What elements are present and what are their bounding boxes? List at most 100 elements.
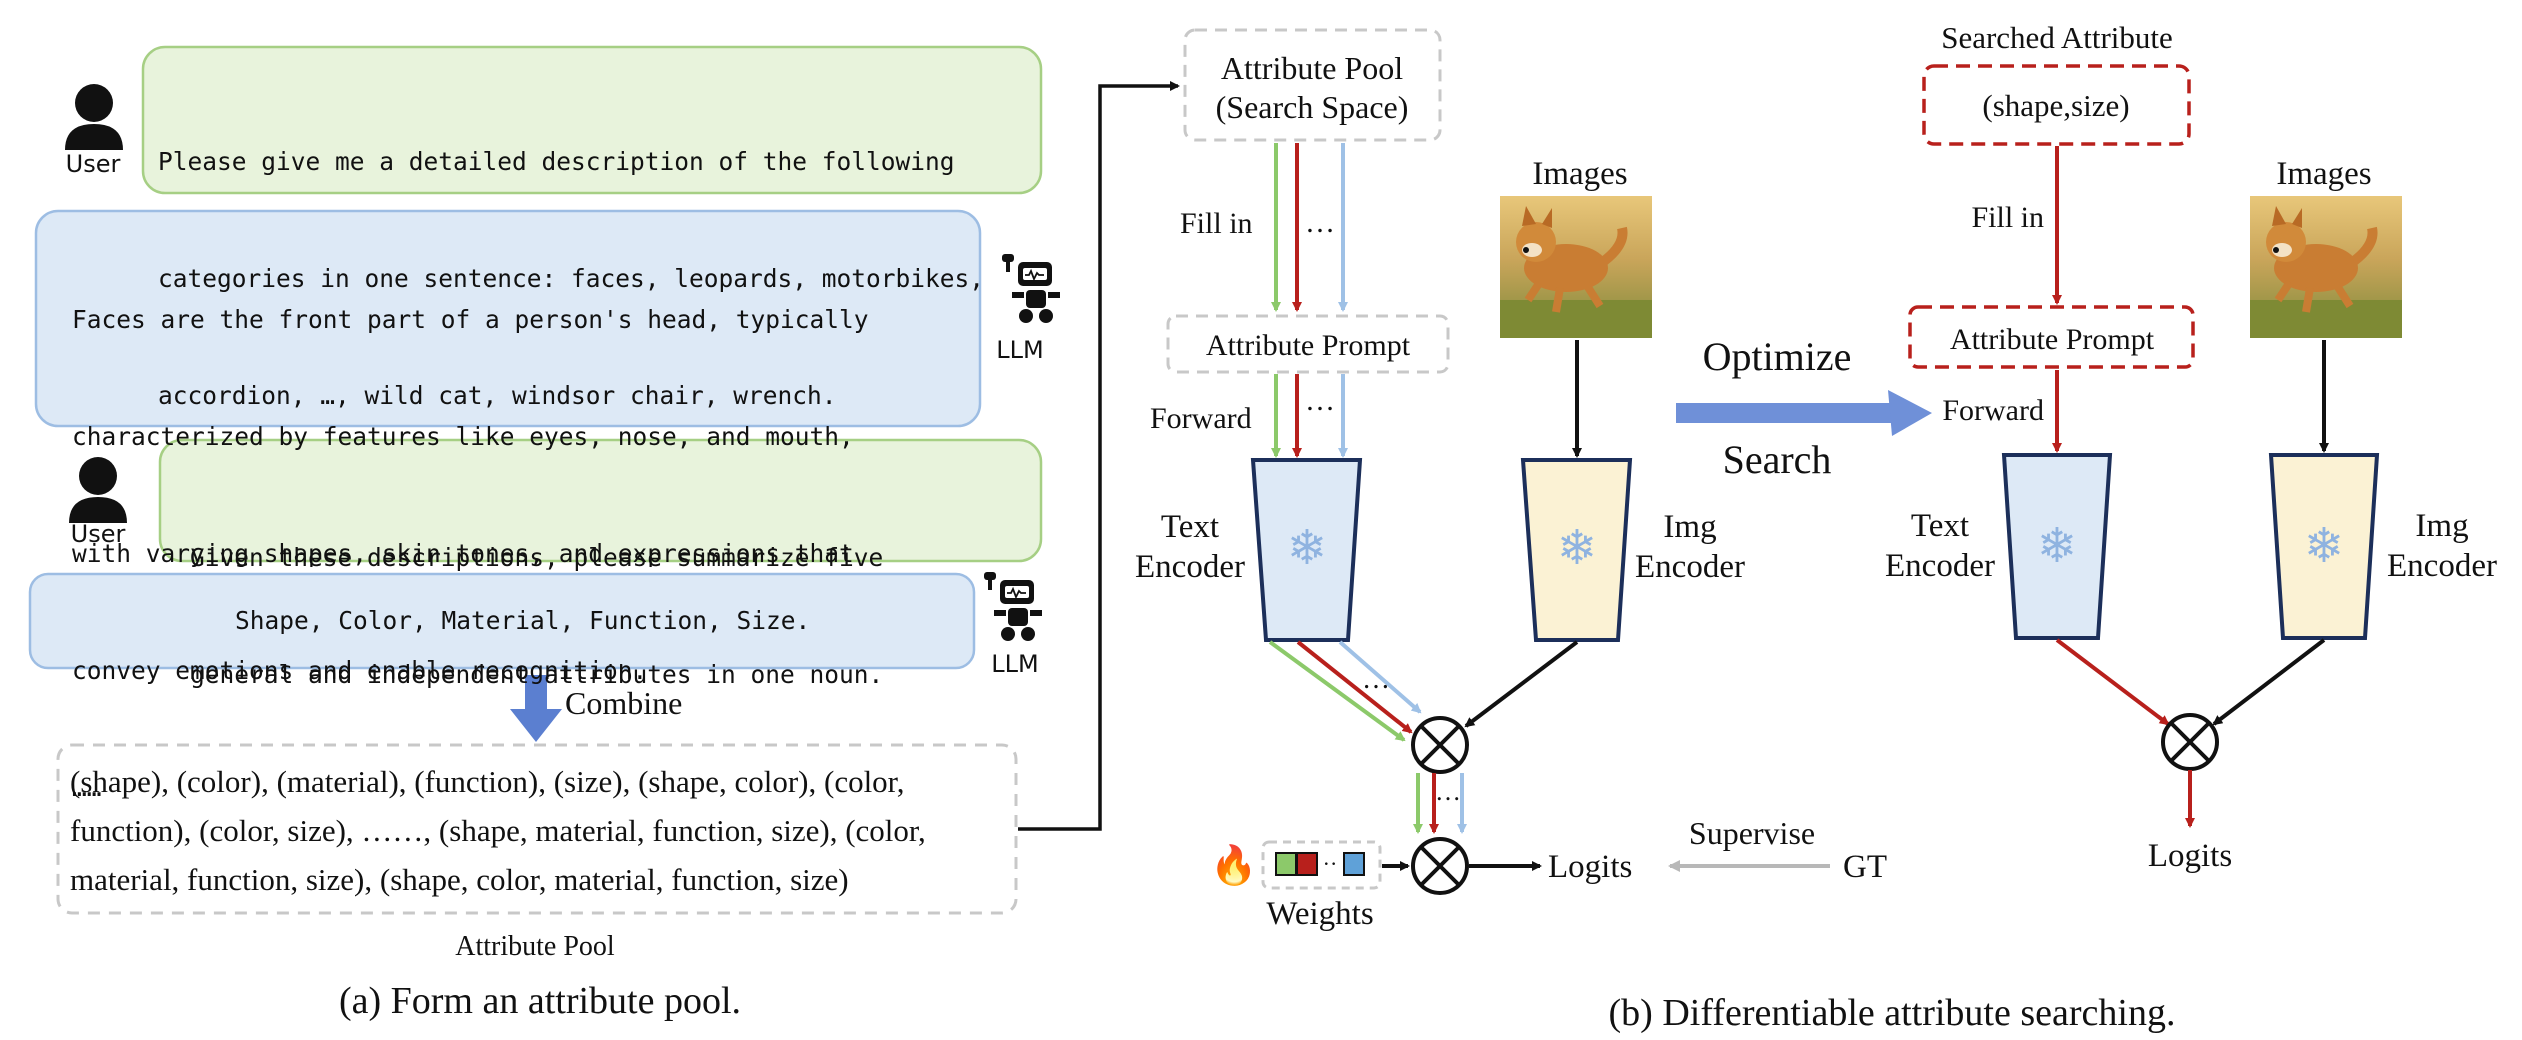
panel-a-caption: (a) Form an attribute pool. (339, 980, 741, 1022)
img-encoder-label-1: Img (1663, 509, 1716, 545)
llm-message-1-text: Faces are the front part of a person's h… (72, 222, 869, 846)
llm-message-bubble (28, 572, 976, 670)
optimize-arrow-body (1676, 403, 1894, 423)
multiply-operator (2161, 713, 2219, 771)
fill-in-label: Fill in (1180, 207, 1253, 240)
llm-message-2-text: Shape, Color, Material, Function, Size. (235, 606, 811, 635)
message-line: categories in one sentence: faces, leopa… (158, 264, 985, 293)
snowflake-icon: ❄ (1557, 522, 1597, 575)
green-encoder-arrow (1268, 640, 1406, 742)
logits-label: Logits (2148, 838, 2232, 874)
blue-encoder-arrow (1338, 640, 1422, 714)
fill-in-label: Fill in (1971, 201, 2044, 234)
img-encoder-label-2: Encoder (2387, 548, 2497, 584)
img-encoder-label-1: Img (2415, 508, 2468, 544)
robot-icon (984, 572, 1042, 641)
llm-label: LLM (991, 650, 1038, 678)
pool-line: (shape), (color), (material), (function)… (70, 764, 905, 799)
search-space-line2: (Search Space) (1216, 89, 1409, 125)
user-message-2-text: Given these descriptions, please summari… (190, 460, 883, 733)
img-feature-arrow (2212, 638, 2326, 726)
attribute-pool-caption: Attribute Pool (455, 931, 615, 962)
img-encoder-label-2: Encoder (1635, 549, 1745, 585)
optimize-label: Optimize (1703, 334, 1852, 379)
forward-label: Forward (1942, 394, 2044, 427)
user-message-1-text: Please give me a detailed description of… (158, 64, 984, 454)
text-encoder (2001, 453, 2113, 640)
message-line: Faces are the front part of a person's h… (72, 305, 869, 334)
img-feature-arrow (1464, 640, 1579, 728)
multiply-operator (1411, 716, 1469, 774)
weights-label: Weights (1266, 896, 1373, 932)
user-icon (69, 457, 127, 523)
img-encoder (2268, 453, 2380, 640)
user-label: User (66, 150, 121, 178)
searched-attribute-box (1922, 64, 2191, 146)
weight-red (1296, 852, 1318, 876)
optimize-arrow-head (1888, 390, 1932, 436)
text-encoder-label-1: Text (1161, 509, 1219, 545)
forward-label: Forward (1150, 402, 1252, 435)
supervise-label: Supervise (1689, 815, 1815, 851)
red-encoder-arrow (2055, 638, 2170, 726)
snowflake-icon: ❄ (2037, 520, 2077, 573)
weight-blue (1343, 852, 1365, 876)
text-encoder-label-2: Encoder (1885, 548, 1995, 584)
snowflake-icon: ❄ (2304, 520, 2344, 573)
search-space-box (1183, 28, 1442, 142)
fire-icon: 🔥 (1210, 843, 1257, 887)
snowflake-icon: ❄ (1287, 522, 1327, 575)
user-label: User (71, 520, 126, 548)
pool-line: material, function, size), (shape, color… (70, 862, 849, 897)
attribute-pool-box (56, 743, 1018, 915)
robot-icon (1002, 254, 1060, 323)
text-encoder-label-2: Encoder (1135, 549, 1245, 585)
weights-box (1261, 840, 1382, 890)
llm-label: LLM (996, 336, 1043, 364)
optimize-transition: Optimize Search (1676, 334, 1932, 482)
attribute-prompt-label: Attribute Prompt (1950, 323, 2155, 356)
gt-label: GT (1843, 849, 1887, 885)
attribute-prompt-label: Attribute Prompt (1206, 329, 1411, 362)
attribute-prompt-box (1166, 314, 1450, 374)
attribute-prompt-box (1908, 305, 2195, 369)
message-line: Given these descriptions, please summari… (190, 543, 884, 572)
text-encoder (1250, 458, 1363, 642)
panel-a: User LLM User (28, 45, 1180, 1022)
searched-attribute-value: (shape,size) (1982, 88, 2129, 123)
searched-attribute-title: Searched Attribute (1941, 20, 2173, 55)
encoder-ellipsis: … (1362, 664, 1390, 695)
user-message-bubble (141, 45, 1043, 195)
message-line: accordion, …, wild cat, windsor chair, w… (158, 381, 837, 410)
images-label: Images (2276, 156, 2371, 192)
message-line: convey emotions and enable recognition. (72, 656, 648, 685)
panel-b-searched: Searched Attribute (shape,size) Fill in … (1885, 20, 2497, 874)
message-line: …… (72, 773, 102, 802)
pool-line: function), (color, size), ……, (shape, ma… (70, 813, 926, 848)
multiply-operator (1411, 837, 1469, 895)
panel-b-caption: (b) Differentiable attribute searching. (1609, 992, 2176, 1034)
red-encoder-arrow (1296, 640, 1413, 734)
search-space-line1: Attribute Pool (1221, 50, 1403, 86)
img-encoder (1520, 458, 1633, 642)
weight-green (1275, 852, 1297, 876)
sim-ellipsis: … (1435, 777, 1461, 806)
dog-image (2250, 196, 2402, 338)
weight-ellipsis: ·· (1323, 851, 1338, 876)
message-line: characterized by features like eyes, nos… (72, 422, 854, 451)
dog-image (1500, 196, 1652, 338)
message-line: Please give me a detailed description of… (158, 147, 955, 176)
message-line: general and independent attributes in on… (190, 660, 884, 689)
panel-b-search: Attribute Pool (Search Space) Fill in … … (1135, 28, 1887, 932)
message-line: with varying shapes, skin tones, and exp… (72, 539, 854, 568)
text-encoder-label-1: Text (1911, 508, 1969, 544)
fill-ellipsis: … (1305, 206, 1335, 239)
images-label: Images (1532, 156, 1627, 192)
attribute-pool-text: (shape), (color), (material), (function)… (70, 757, 926, 904)
user-icon (65, 84, 123, 150)
search-label: Search (1723, 437, 1832, 482)
combine-label: Combine (565, 685, 682, 721)
logits-label: Logits (1548, 849, 1632, 885)
combine-arrow (510, 675, 562, 742)
